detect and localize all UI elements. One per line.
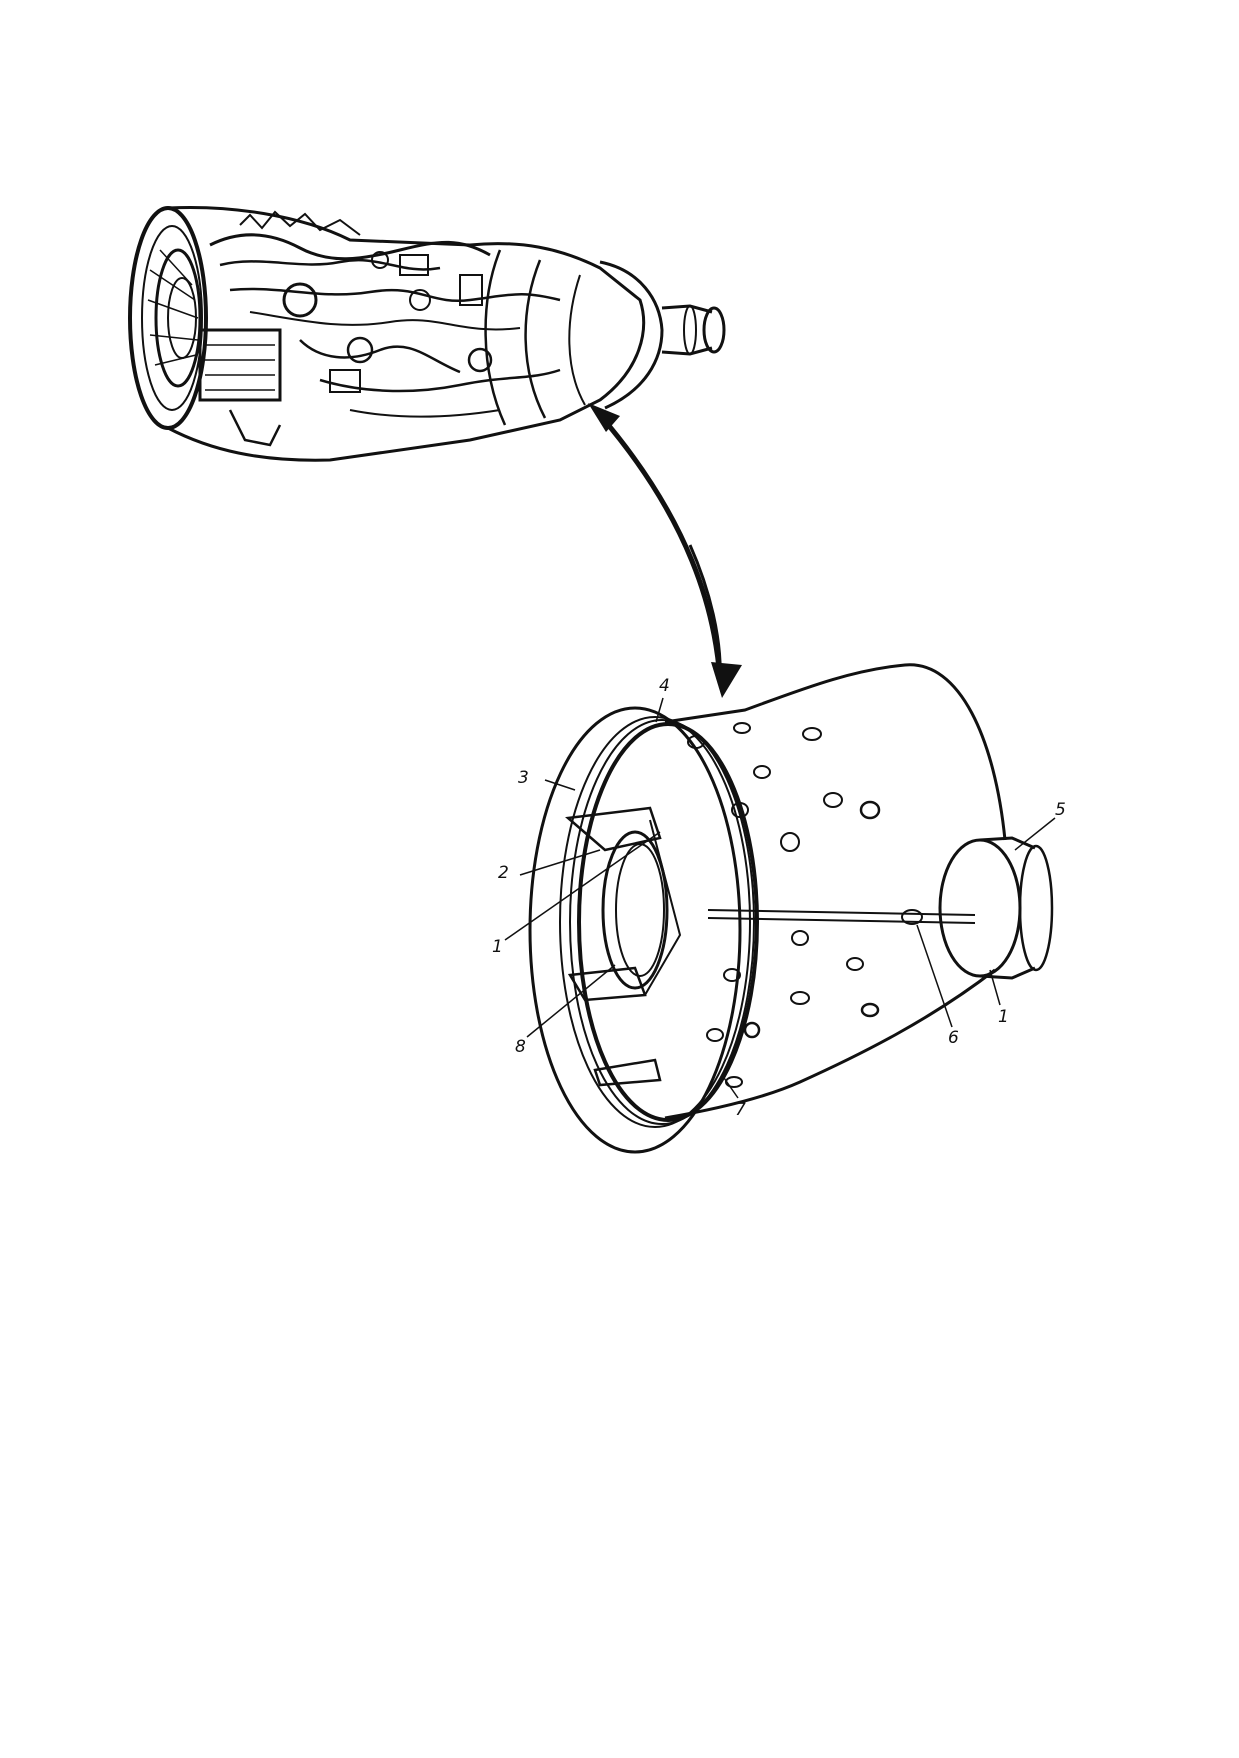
callout-5: 5: [1055, 800, 1066, 820]
callout-2: 2: [498, 863, 509, 883]
engine-assembly-drawing: [128, 206, 726, 462]
callout-7: 7: [735, 1100, 746, 1120]
exhaust-diffuser-drawing: [504, 663, 1056, 1154]
callout-4: 4: [659, 676, 670, 696]
callout-6: 6: [948, 1028, 959, 1048]
callout-1-outlet: 1: [998, 1007, 1009, 1027]
callout-labels: 4 3 2 1 8 7 6 1 5: [492, 676, 1066, 1120]
callout-3: 3: [518, 768, 529, 788]
callout-1: 1: [492, 937, 503, 957]
callout-8: 8: [515, 1037, 526, 1057]
leader-arrow: [588, 403, 742, 698]
